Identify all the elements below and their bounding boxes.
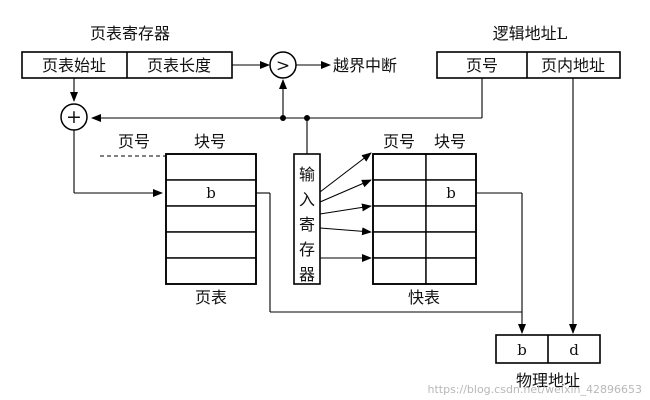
- tlb-col-frame-number: 块号: [434, 132, 466, 151]
- adder-symbol: +: [66, 106, 82, 128]
- input-register: 输 入 寄 存 器: [293, 153, 321, 285]
- page-table-caption: 页表: [195, 288, 227, 307]
- physical-frame-b: b: [517, 341, 527, 359]
- tlb-cell-frame-b: b: [446, 184, 456, 202]
- logical-address-title: 逻辑地址L: [493, 24, 568, 43]
- page-table-col-frame-number: 块号: [194, 132, 226, 151]
- input-register-char: 存: [299, 240, 315, 259]
- tlb-caption: 快表: [408, 288, 440, 307]
- page-table-register-title: 页表寄存器: [90, 24, 170, 43]
- adder: +: [60, 103, 88, 131]
- tlb: b: [372, 153, 477, 285]
- comparator: >: [269, 51, 297, 79]
- page-table: b: [165, 153, 257, 285]
- la-page-number-label: 页号: [466, 56, 498, 75]
- input-register-char: 寄: [299, 215, 315, 234]
- logical-address: 页号 页内地址: [436, 51, 621, 79]
- input-register-char: 器: [299, 265, 315, 284]
- watermark: https://blog.csdn.net/weixin_42896653: [427, 383, 642, 396]
- ptr-start-address-label: 页表始址: [42, 56, 106, 75]
- input-register-char: 入: [299, 190, 315, 209]
- page-table-register: 页表始址 页表长度: [21, 51, 233, 79]
- page-table-cell-frame-b: b: [206, 184, 216, 202]
- ptr-length-label: 页表长度: [147, 56, 211, 75]
- physical-address: b d: [495, 334, 601, 364]
- tlb-col-page-number: 页号: [383, 132, 415, 151]
- page-table-col-page-number: 页号: [118, 132, 150, 151]
- physical-offset-d: d: [569, 341, 579, 359]
- physical-address-caption: 物理地址: [516, 371, 580, 390]
- la-page-offset-label: 页内地址: [541, 56, 605, 75]
- junction-dot-comparator: [280, 115, 286, 121]
- out-of-bounds-interrupt-label: 越界中断: [333, 56, 397, 75]
- comparator-symbol: >: [276, 56, 290, 76]
- input-register-char: 输: [299, 165, 315, 184]
